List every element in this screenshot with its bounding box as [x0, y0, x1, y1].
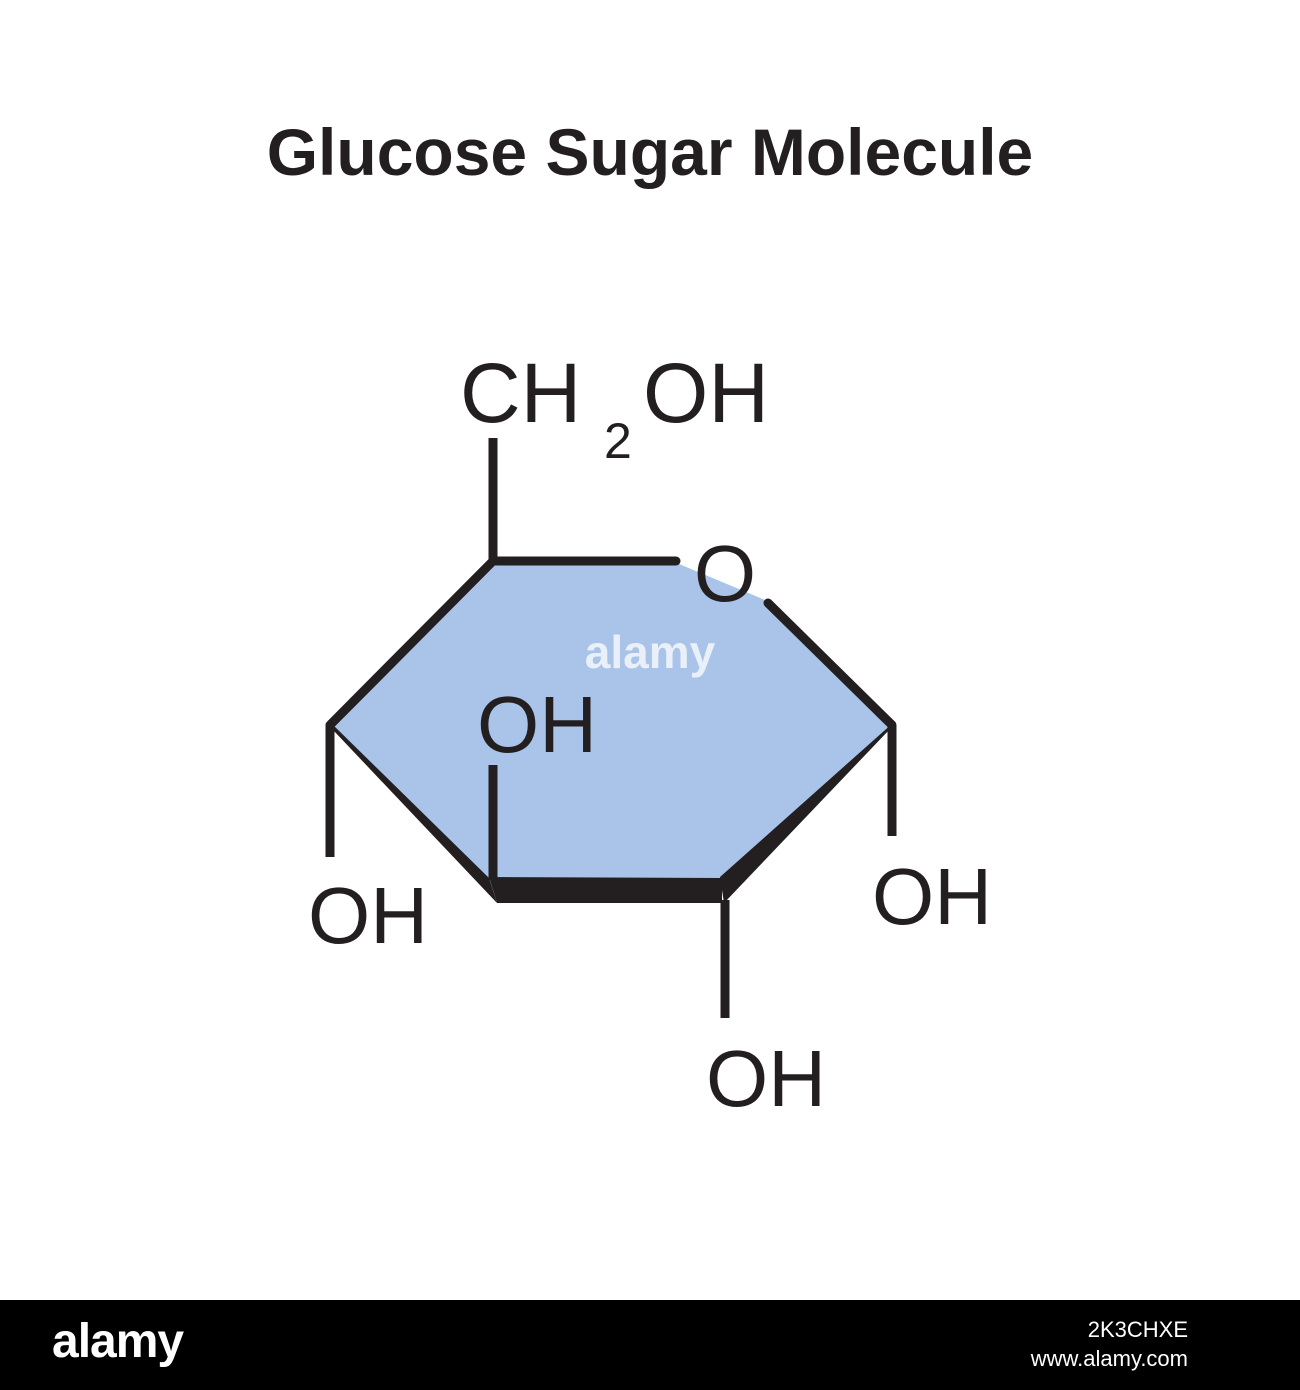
left-hydroxyl-label: OH [308, 871, 428, 960]
page-title: Glucose Sugar Molecule [266, 115, 1034, 189]
wedge-c2-c1 [720, 722, 894, 903]
wedge-c4-c3 [330, 722, 497, 903]
ring-fill [330, 561, 892, 890]
right-hydroxyl-label: OH [872, 852, 992, 941]
ch2oh-group-subscript: 2 [604, 413, 632, 469]
wedge-c3-c2 [489, 877, 722, 903]
inner-hydroxyl-label: OH [477, 680, 597, 769]
bottom-hydroxyl-label: OH [706, 1034, 826, 1123]
watermark-center: alamy [585, 626, 716, 678]
ring-bonds [325, 556, 897, 730]
footer-logo: alamy [52, 1315, 184, 1368]
bond-o-c1 [763, 598, 897, 730]
bond-c4-c5 [325, 556, 498, 730]
ch2oh-group-label: CH 2 OH [460, 346, 769, 469]
substituent-bonds [325, 438, 897, 1018]
ch2oh-group-ch: CH [460, 346, 581, 440]
glucose-structure-diagram: alamy O CH 2 OH OH OH OH OH [308, 346, 992, 1123]
ch2oh-group-oh: OH [643, 346, 769, 440]
footer-image-id: 2K3CHXE [1087, 1317, 1188, 1342]
ring-oxygen-label: O [694, 529, 756, 618]
footer-url: www.alamy.com [1030, 1346, 1188, 1371]
footer-bar: alamy 2K3CHXE www.alamy.com [0, 1300, 1300, 1390]
wedge-bonds [330, 722, 894, 903]
